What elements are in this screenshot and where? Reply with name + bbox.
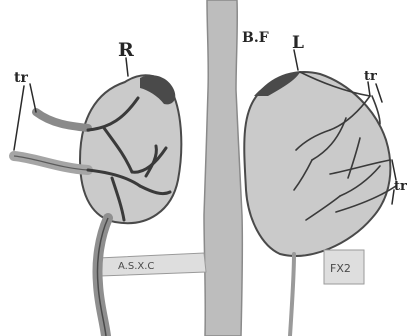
label-trachea-right-upper: tr (364, 69, 377, 84)
label-bursa: B.F (242, 30, 269, 46)
label-right-gland: R (118, 39, 134, 61)
label-left-gland: L (292, 33, 304, 53)
label-sticker-left: A.S.X.C (118, 261, 154, 272)
left-gland (244, 72, 390, 256)
left-gland-stalk (290, 254, 294, 336)
label-trachea-right-lower: tr (394, 179, 407, 194)
label-trachea-left-top: tr (14, 70, 28, 86)
label-sticker-right: FX2 (330, 262, 351, 275)
central-tube (204, 0, 242, 336)
right-upper-duct (36, 112, 88, 128)
